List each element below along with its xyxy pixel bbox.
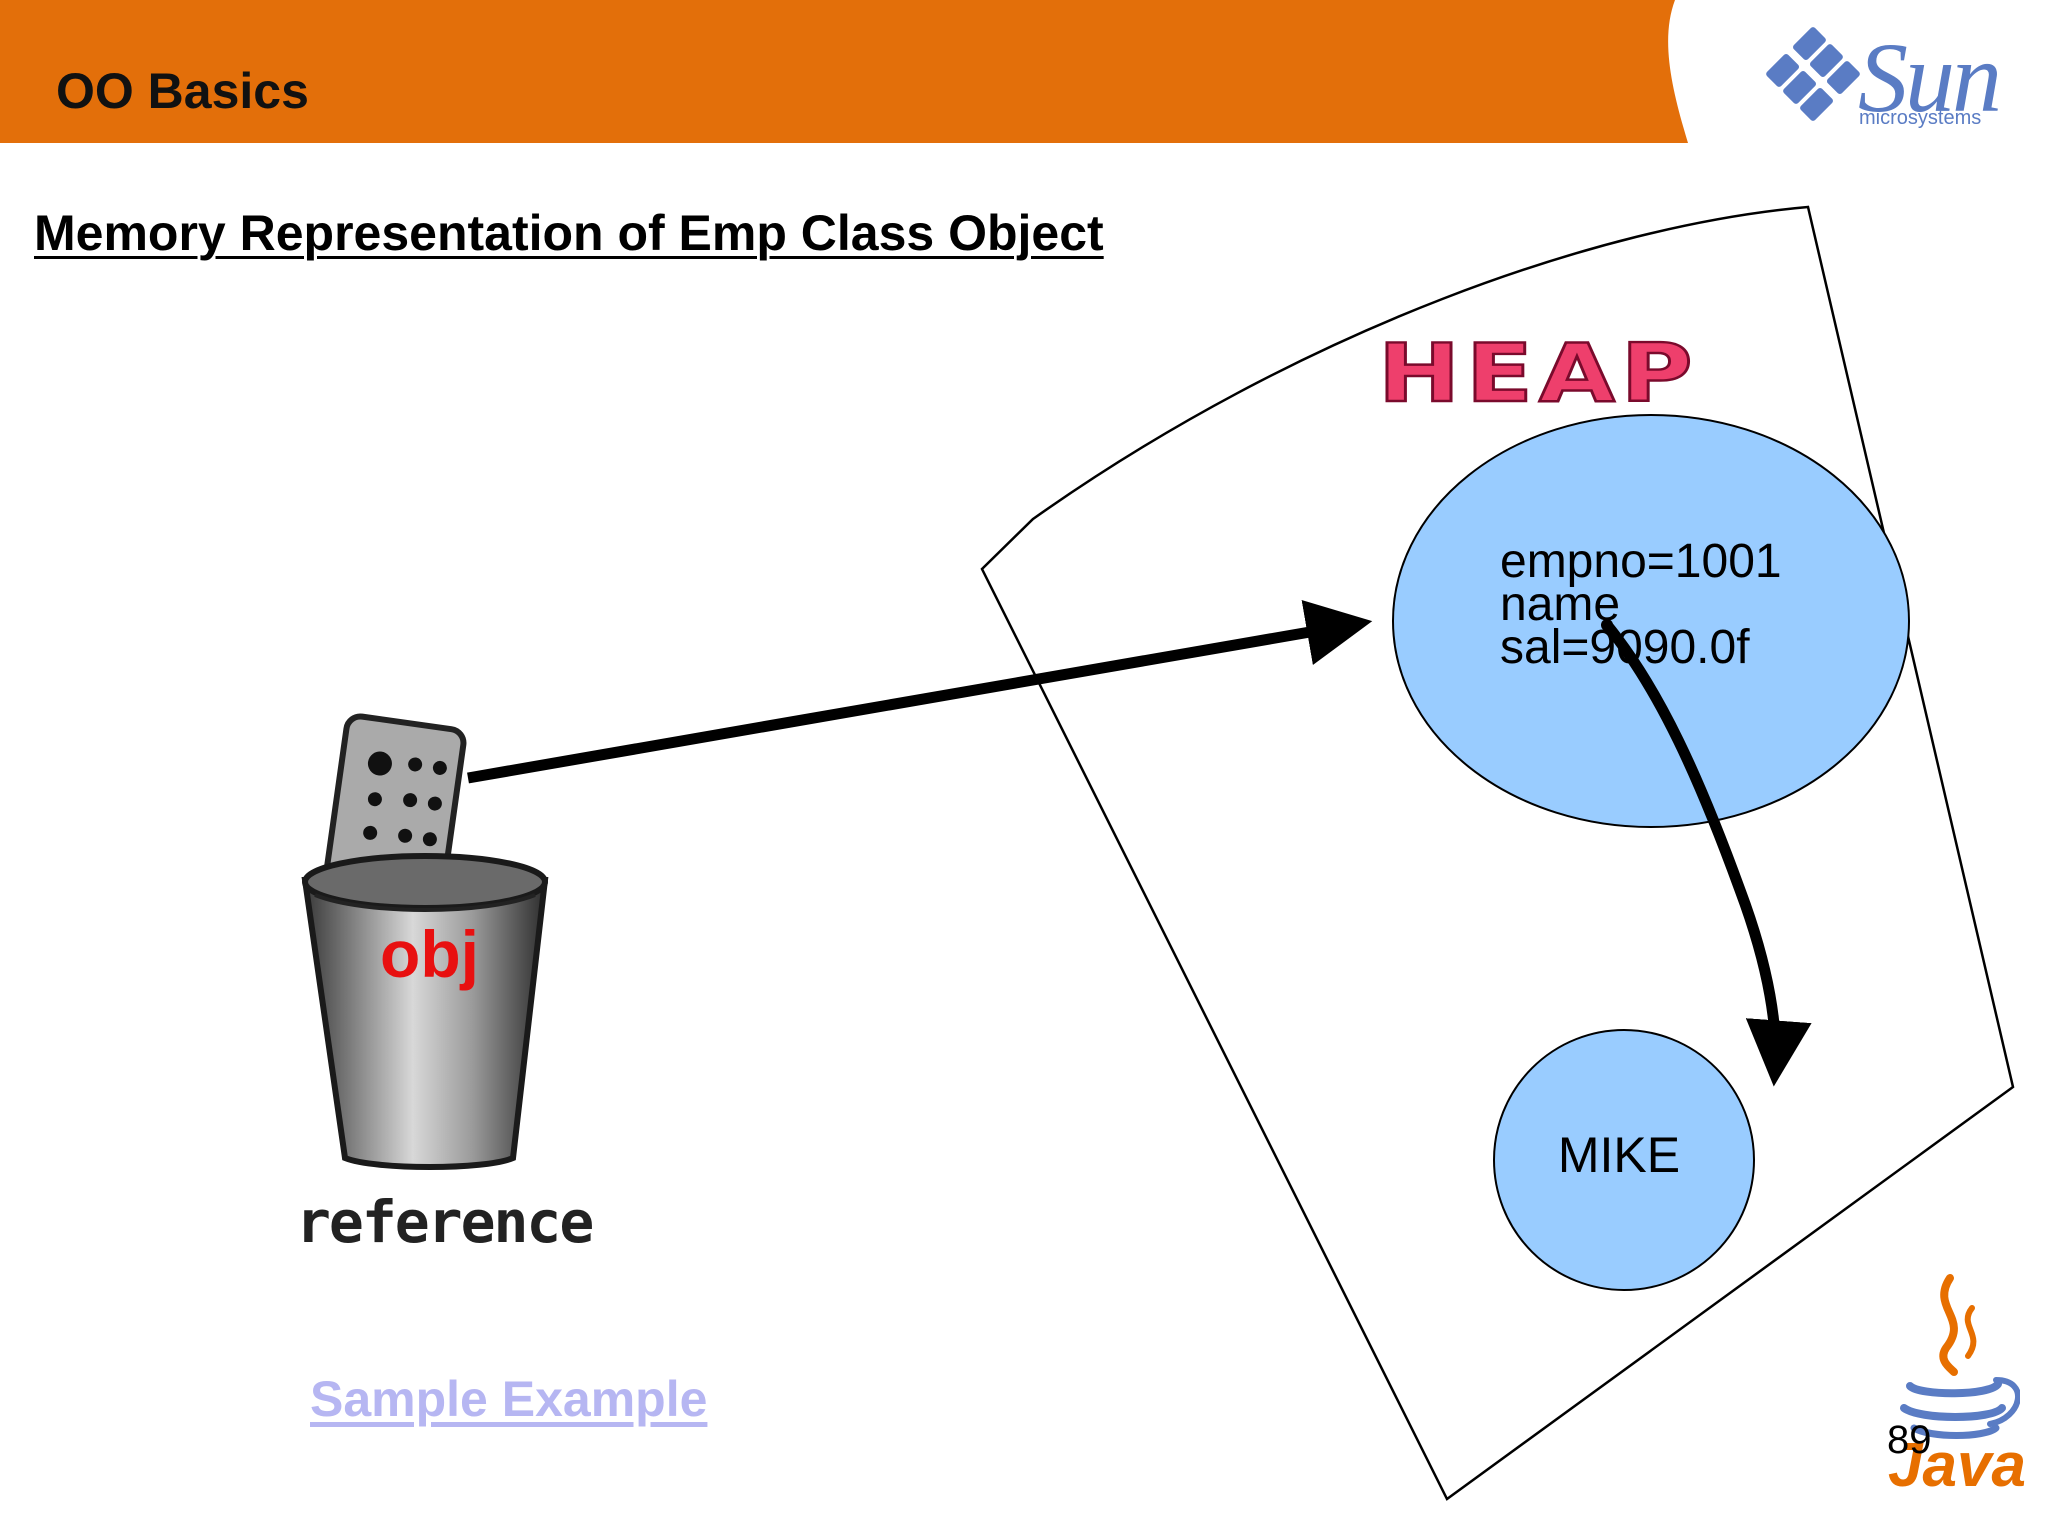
field-sal: sal=9090.0f	[1500, 621, 1750, 674]
name-field-arrow	[1602, 621, 1812, 1087]
heap-region	[980, 205, 2015, 1501]
sun-brand-text: Sun	[1858, 22, 2002, 133]
string-object-value: MIKE	[1557, 1127, 1681, 1183]
slide-title: Memory Representation of Emp Class Objec…	[34, 205, 1104, 261]
emp-object-fields: empno=1001 name sal=9090.0f	[1500, 535, 1782, 674]
reference-variable-label: obj	[380, 917, 479, 991]
field-name: name	[1500, 578, 1621, 631]
emp-object-node	[1392, 414, 1910, 828]
heap-label: HEAP	[1377, 326, 1699, 422]
header-bar	[0, 0, 1688, 143]
string-object-node	[1493, 1029, 1755, 1291]
reference-arrow	[467, 599, 1373, 784]
reference-caption: reference	[296, 1188, 594, 1256]
sample-example-link[interactable]: Sample Example	[310, 1371, 708, 1427]
field-empno: empno=1001	[1500, 535, 1782, 588]
remote-in-cup-icon	[301, 713, 549, 1170]
java-brand-text: Java	[1888, 1431, 2026, 1500]
page-number: 89	[1887, 1418, 1932, 1462]
sun-logo-icon	[1766, 27, 1860, 121]
sun-brand-subtitle: microsystems	[1859, 107, 1982, 129]
java-coffee-cup-icon	[1900, 1274, 2020, 1439]
header-title: OO Basics	[56, 63, 309, 119]
